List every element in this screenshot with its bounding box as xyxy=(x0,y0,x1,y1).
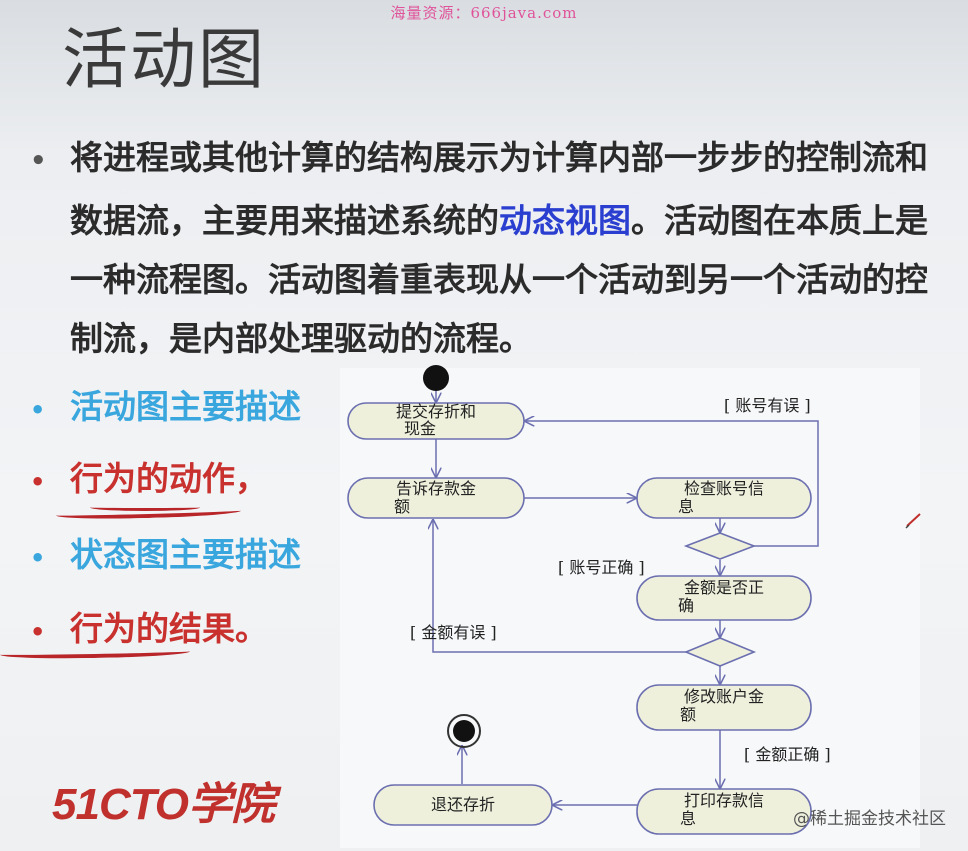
slide-title: 活动图 xyxy=(62,21,266,98)
end-node xyxy=(447,714,481,748)
bullet-dot-icon: • xyxy=(30,618,46,646)
activity-text: 修改账户金 xyxy=(684,687,764,706)
bullet-item: •行为的动作， xyxy=(30,459,268,498)
bottom-watermark: @稀土掘金技术社区 xyxy=(793,809,946,829)
activity-return-passbook xyxy=(373,784,553,826)
main-paragraph: •将进程或其他计算的结构展示为计算内部一步步的控制流和 数据流，主要用来描述系统… xyxy=(30,128,960,368)
activity-text: 提交存折和 xyxy=(396,402,476,421)
bullet-dot-icon: • xyxy=(30,544,46,572)
para-line-4: 制流，是内部处理驱动的流程。 xyxy=(70,319,532,358)
decision-diamond-amount xyxy=(683,637,757,667)
activity-text: 现金 xyxy=(404,419,436,438)
activity-modify-account xyxy=(636,684,812,731)
bullet-dot-icon: • xyxy=(30,396,46,424)
activity-text: 告诉存款金 xyxy=(396,479,476,498)
activity-submit xyxy=(347,402,525,440)
bullet-item: •行为的结果。 xyxy=(30,609,268,648)
activity-text: 退还存折 xyxy=(431,795,495,814)
brand-logo: 51CTO学院 xyxy=(52,780,275,829)
activity-text: 打印存款信 xyxy=(684,791,764,810)
guard-amount-wrong: [ 金额有误 ] xyxy=(410,623,497,642)
activity-tell-amount xyxy=(347,477,525,519)
activity-text: 确 xyxy=(678,596,694,615)
guard-amount-right: [ 金额正确 ] xyxy=(744,745,831,764)
pen-cursor-icon xyxy=(905,513,921,529)
bullet-dot-icon: • xyxy=(30,468,46,496)
bullet-item: •状态图主要描述 xyxy=(30,535,301,574)
para-line-2: 数据流，主要用来描述系统的动态视图。活动图在本质上是 xyxy=(70,201,928,240)
activity-print-info xyxy=(636,788,812,835)
highlight-dynamic-view: 动态视图 xyxy=(499,201,631,240)
activity-text: 检查账号信 xyxy=(684,479,764,498)
end-node-core xyxy=(453,720,475,742)
bullet-item: •活动图主要描述 xyxy=(30,387,301,426)
top-watermark: 海量资源：666java.com xyxy=(390,4,578,22)
guard-account-wrong: [ 账号有误 ] xyxy=(724,396,811,415)
activity-text: 息 xyxy=(678,497,694,516)
activity-text: 息 xyxy=(680,809,696,828)
para-line-3: 一种流程图。活动图着重表现从一个活动到另一个活动的控 xyxy=(70,260,928,299)
diagram-background xyxy=(340,368,920,848)
bullet-dot-icon: • xyxy=(30,146,47,176)
decision-diamond-account xyxy=(683,532,757,560)
hand-underline xyxy=(90,504,200,511)
activity-text: 额 xyxy=(394,497,410,516)
activity-amount-correct xyxy=(636,575,812,621)
activity-text: 额 xyxy=(680,705,696,724)
para-line-1: •将进程或其他计算的结构展示为计算内部一步步的控制流和 xyxy=(30,128,960,191)
activity-text: 金额是否正 xyxy=(684,578,764,597)
guard-account-right: [ 账号正确 ] xyxy=(558,558,645,577)
activity-check-account xyxy=(636,477,812,519)
start-node xyxy=(423,365,449,391)
